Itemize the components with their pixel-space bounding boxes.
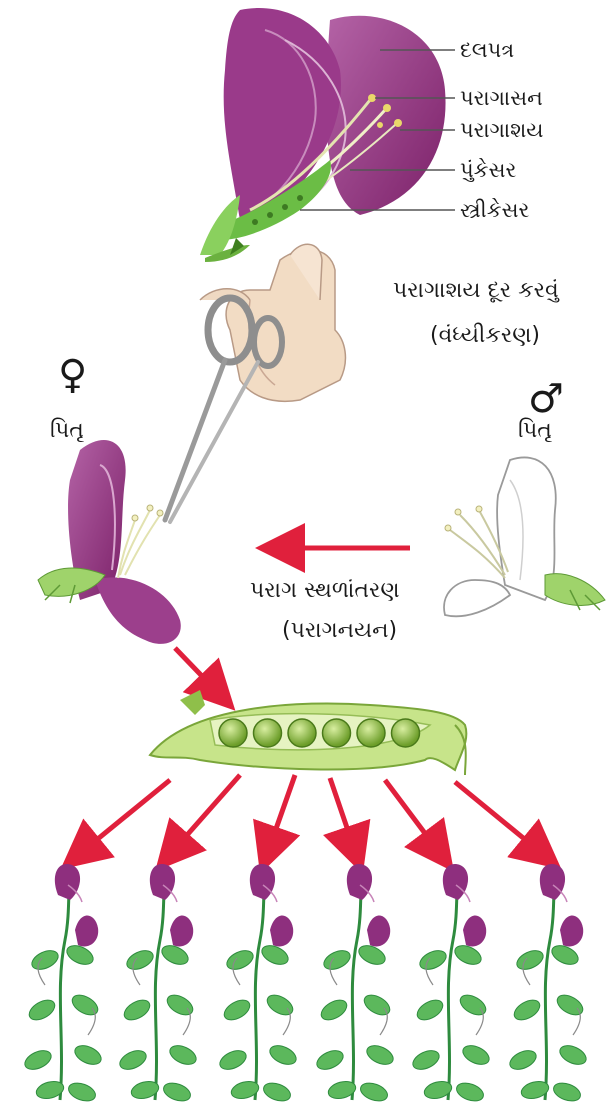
flower-cross-section (200, 8, 446, 262)
pollination-label-line1: પરાગ સ્થળાંતરણ (250, 578, 400, 603)
female-symbol: ♀ (58, 352, 87, 398)
pea-seed (219, 719, 247, 747)
label-petal: દલપત્ર (460, 38, 514, 62)
offspring-plants (22, 864, 589, 1104)
offspring-arrow (72, 780, 170, 860)
male-flower (444, 457, 605, 616)
pea-seed (357, 719, 385, 747)
pea-seed (323, 719, 351, 747)
female-flower (38, 440, 181, 644)
male-parent-label: પિતૃ (518, 418, 552, 443)
female-parent-label: પિતૃ (50, 418, 84, 443)
pea-seed (254, 719, 282, 747)
label-stamen: પુંકેસર (460, 158, 516, 183)
offspring-arrow (330, 778, 358, 860)
male-symbol: ♂ (528, 376, 564, 422)
offspring-arrow (385, 780, 445, 860)
pea-plant (217, 864, 299, 1104)
pea-seed (288, 719, 316, 747)
label-pollen-sac: પરાગાશય (460, 118, 544, 142)
pea-plant (507, 864, 589, 1104)
offspring-arrow (455, 782, 550, 860)
pea-plant (117, 864, 199, 1104)
pollination-label-line2: (પરાગનયન) (282, 618, 397, 643)
emasculation-label-line1: પરાગાશય દૂર કરવું (393, 278, 560, 303)
offspring-arrow (265, 775, 295, 860)
pea-plant (22, 864, 104, 1104)
pea-plant (314, 864, 396, 1104)
pea-plant (410, 864, 492, 1104)
pea-seed (392, 719, 420, 747)
offspring-arrow (165, 775, 240, 860)
label-anther: પરાગાસન (460, 86, 543, 110)
offspring-arrows (72, 775, 550, 860)
label-pistil: સ્ત્રીકેસર (460, 198, 530, 222)
emasculation-label-line2: (વંધ્યીકરણ) (430, 323, 540, 348)
